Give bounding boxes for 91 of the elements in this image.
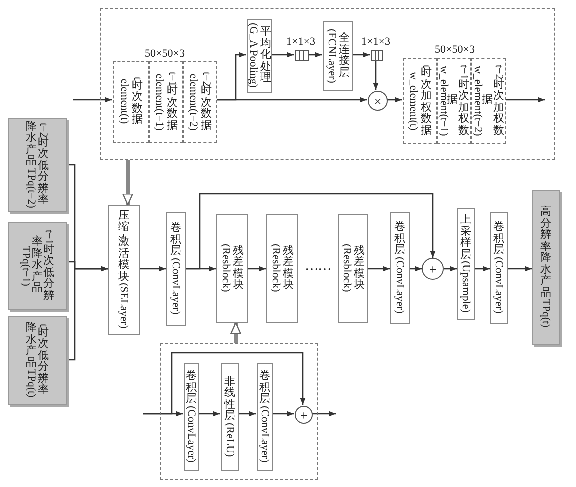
layer-label: 高分辨率降水产品TPq(t) bbox=[540, 207, 552, 328]
dashed-frame bbox=[100, 8, 555, 160]
vector-icon bbox=[371, 50, 383, 61]
arrow bbox=[186, 193, 436, 270]
layer-label: 卷积层(ConvLayer) bbox=[493, 222, 505, 314]
arrow bbox=[505, 97, 545, 103]
arrow bbox=[387, 97, 402, 103]
output-box bbox=[532, 190, 560, 345]
dashed-frame bbox=[160, 343, 318, 480]
data-box bbox=[403, 58, 437, 144]
layer-label: w_element(t−1) bbox=[438, 66, 450, 136]
layer-label: w_element(t) bbox=[408, 72, 420, 130]
arrow bbox=[475, 266, 490, 272]
arrow bbox=[444, 266, 457, 272]
layer-label: t时次数据 bbox=[132, 77, 144, 127]
arrow bbox=[368, 266, 390, 272]
arrow bbox=[67, 266, 108, 361]
layer-box bbox=[323, 21, 353, 91]
arrow bbox=[143, 352, 306, 415]
arrow bbox=[272, 411, 294, 417]
data-box bbox=[113, 61, 149, 143]
layer-label: 卷积层(ConvLayer) bbox=[259, 371, 271, 463]
layer-label: 卷积层(ConvLayer) bbox=[186, 371, 198, 463]
layer-label: t−1时次数据 bbox=[166, 72, 178, 132]
arrow bbox=[352, 52, 370, 58]
layer-label: 卷积层(ConvLayer) bbox=[394, 222, 406, 314]
arrow bbox=[373, 60, 379, 90]
arrow bbox=[198, 411, 220, 417]
data-box bbox=[471, 58, 506, 144]
data-box bbox=[437, 58, 471, 144]
module-box bbox=[338, 214, 368, 323]
layer-box bbox=[221, 363, 239, 471]
operator-symbol: + bbox=[300, 408, 308, 422]
arrow bbox=[248, 266, 266, 272]
layer-box bbox=[390, 212, 410, 324]
module-box bbox=[266, 214, 298, 323]
size-label: 50×50×3 bbox=[145, 48, 185, 60]
expand-arrow bbox=[122, 160, 134, 206]
layer-label: 平均化处理 bbox=[260, 27, 272, 85]
layer-label: t时次加权数据 bbox=[420, 64, 432, 138]
ellipsis: …… bbox=[305, 259, 331, 275]
layer-label: 残差模块 bbox=[283, 246, 294, 292]
arrow bbox=[73, 97, 112, 103]
arrow bbox=[312, 411, 336, 417]
layer-label: 残差模块 bbox=[354, 246, 365, 292]
add-circle bbox=[422, 258, 444, 280]
multiply-circle bbox=[368, 91, 388, 111]
layer-label: 压缩-激活模块(SELayer) bbox=[118, 210, 130, 330]
size-label: 50×50×3 bbox=[435, 44, 475, 56]
layer-label: (Resblock) bbox=[341, 244, 353, 293]
layer-box bbox=[184, 363, 199, 471]
input-box bbox=[8, 316, 67, 405]
layer-label: (Resblock) bbox=[270, 244, 282, 293]
layer-label: (G_A Pooling) bbox=[248, 23, 260, 89]
layer-label: (Resblock) bbox=[220, 244, 232, 293]
vector-icon bbox=[295, 50, 309, 61]
input-box bbox=[8, 118, 67, 212]
arrow bbox=[308, 52, 322, 58]
add-circle bbox=[295, 406, 313, 424]
layer-label: element(t−1) bbox=[154, 74, 166, 130]
size-label: 1×1×3 bbox=[286, 36, 316, 48]
arrow bbox=[216, 97, 367, 103]
operator-symbol: × bbox=[374, 94, 382, 108]
layer-label: (FCNLayer) bbox=[326, 28, 338, 84]
layer-label: 上采样层(Upsample) bbox=[460, 215, 472, 313]
layer-label: 卷积层(ConvLayer) bbox=[170, 223, 182, 315]
module-box bbox=[108, 205, 140, 335]
expand-arrow bbox=[230, 322, 242, 343]
arrow bbox=[140, 266, 166, 272]
layer-label: w_element(t−2) bbox=[472, 66, 484, 136]
module-box bbox=[216, 214, 248, 323]
input-box bbox=[8, 222, 67, 310]
layer-label: 全连接层 bbox=[339, 33, 350, 79]
arrow bbox=[508, 266, 532, 272]
layer-box bbox=[257, 363, 273, 471]
layer-box bbox=[166, 212, 186, 326]
size-label: 1×1×3 bbox=[362, 36, 390, 48]
layer-box bbox=[457, 208, 475, 320]
data-box bbox=[149, 61, 183, 143]
layer-label: 非线性层(ReLU) bbox=[224, 376, 236, 458]
layer-label: t−2时次数据 bbox=[200, 72, 212, 132]
layer-box bbox=[490, 212, 508, 324]
arrow bbox=[238, 411, 256, 417]
layer-label: 残差模块 bbox=[233, 246, 244, 292]
arrow bbox=[271, 52, 294, 58]
pooling-box bbox=[247, 19, 272, 93]
data-box bbox=[183, 61, 217, 143]
arrow bbox=[410, 266, 422, 272]
layer-label: element(t) bbox=[118, 79, 130, 125]
layer-label: element(t−2) bbox=[188, 74, 200, 130]
operator-symbol: + bbox=[429, 262, 437, 276]
